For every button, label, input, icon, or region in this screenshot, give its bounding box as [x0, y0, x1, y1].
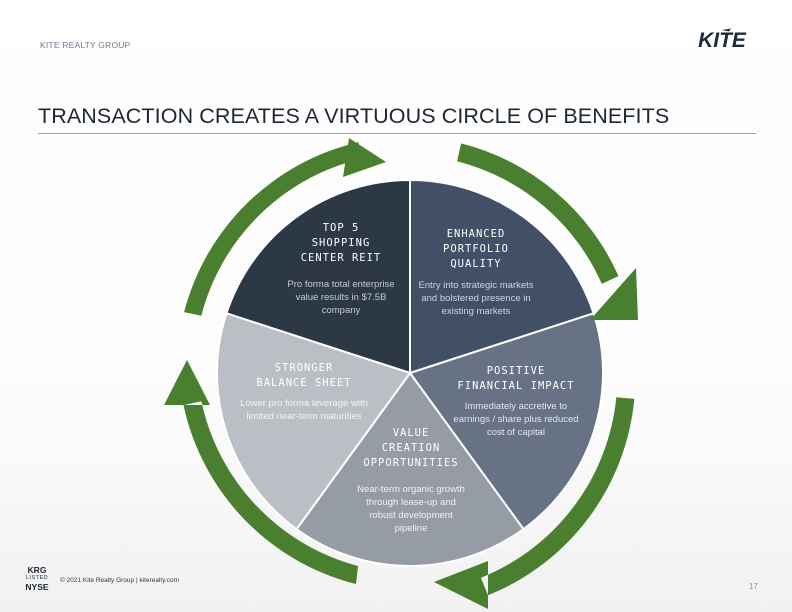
svg-text:Lower pro forma leverage with: Lower pro forma leverage with: [240, 398, 368, 409]
cycle-arrow-bottom-left: [164, 360, 358, 584]
svg-text:POSITIVE: POSITIVE: [487, 365, 546, 377]
svg-text:CENTER REIT: CENTER REIT: [301, 252, 382, 264]
svg-text:limited near-term maturities: limited near-term maturities: [246, 411, 361, 422]
badge-ticker: KRG: [27, 565, 47, 575]
svg-text:robust development: robust development: [369, 510, 453, 521]
badge-exchange: NYSE: [25, 582, 49, 592]
svg-text:TOP 5: TOP 5: [323, 222, 360, 234]
svg-text:Immediately accretive to: Immediately accretive to: [465, 401, 567, 412]
svg-text:cost of capital: cost of capital: [487, 427, 545, 438]
svg-text:value results in $7.5B: value results in $7.5B: [296, 292, 387, 303]
svg-text:existing markets: existing markets: [442, 306, 511, 317]
svg-text:QUALITY: QUALITY: [450, 258, 501, 270]
page-number: 17: [749, 582, 758, 591]
svg-text:and bolstered presence in: and bolstered presence in: [421, 293, 530, 304]
svg-text:PORTFOLIO: PORTFOLIO: [443, 243, 509, 255]
segment-value-creation: [295, 371, 525, 567]
svg-text:KITE: KITE: [698, 29, 747, 52]
svg-text:CREATION: CREATION: [382, 442, 441, 454]
svg-text:Pro forma total enterprise: Pro forma total enterprise: [287, 279, 394, 290]
segment-3-text: POSITIVE FINANCIAL IMPACT Immediately ac…: [453, 365, 578, 438]
slide-title: TRANSACTION CREATES A VIRTUOUS CIRCLE OF…: [38, 104, 670, 128]
svg-text:BALANCE SHEET: BALANCE SHEET: [256, 377, 351, 389]
svg-text:FINANCIAL IMPACT: FINANCIAL IMPACT: [457, 380, 574, 392]
cycle-arrow-top-right: [457, 143, 638, 320]
cycle-arrow-top-left: [184, 138, 386, 316]
svg-text:earnings / share plus reduced: earnings / share plus reduced: [453, 414, 578, 425]
badge-listed: LISTED: [25, 575, 49, 581]
svg-text:ENHANCED: ENHANCED: [447, 228, 506, 240]
copyright-text: © 2021 Kite Realty Group | kiterealty.co…: [60, 577, 180, 584]
svg-text:Entry into strategic markets: Entry into strategic markets: [418, 280, 533, 291]
segment-stronger-balance-sheet: [216, 312, 412, 531]
svg-text:company: company: [322, 305, 361, 316]
svg-text:through lease-up and: through lease-up and: [366, 497, 456, 508]
svg-text:VALUE: VALUE: [393, 427, 430, 439]
company-name: KITE REALTY GROUP: [40, 40, 131, 50]
svg-text:STRONGER: STRONGER: [275, 362, 334, 374]
kite-logo: KITE: [698, 28, 747, 52]
segment-5-text: STRONGER BALANCE SHEET Lower pro forma l…: [240, 362, 368, 422]
segment-4-text: VALUE CREATION OPPORTUNITIES Near-term o…: [357, 427, 465, 534]
svg-text:SHOPPING: SHOPPING: [312, 237, 371, 249]
svg-text:Near-term organic growth: Near-term organic growth: [357, 484, 465, 495]
segment-positive-financial-impact: [408, 312, 604, 531]
segment-enhanced-portfolio: [409, 178, 595, 375]
segment-1-text: TOP 5 SHOPPING CENTER REIT Pro forma tot…: [287, 222, 394, 316]
svg-text:OPPORTUNITIES: OPPORTUNITIES: [363, 457, 458, 469]
segment-top-5-shopping-center: [225, 178, 411, 375]
svg-text:pipeline: pipeline: [395, 523, 428, 534]
cycle-arrow-bottom-right: [434, 397, 635, 609]
segment-2-text: ENHANCED PORTFOLIO QUALITY Entry into st…: [418, 228, 533, 317]
title-divider: [38, 133, 756, 134]
nyse-listed-badge: KRG LISTED NYSE: [24, 565, 50, 592]
